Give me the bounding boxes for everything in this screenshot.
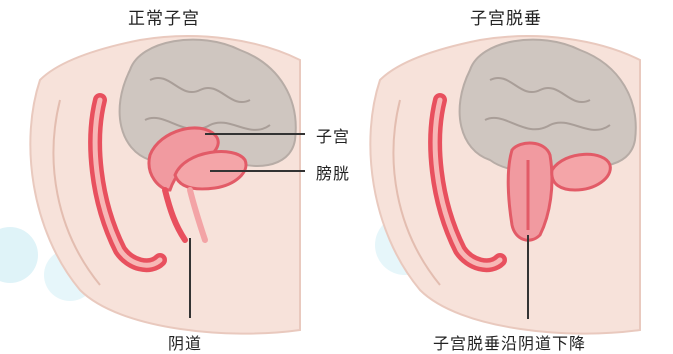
normal-uterus-illustration <box>0 0 330 354</box>
uterus-label: 子宫 <box>316 123 350 147</box>
normal-title: 正常子宫 <box>128 4 200 29</box>
bladder-leader-line <box>210 170 305 172</box>
prolapse-leader-line <box>527 235 529 319</box>
prolapsed-uterus-shape <box>508 143 552 240</box>
bladder-label: 膀胱 <box>316 160 350 184</box>
vagina-label: 阴道 <box>168 330 202 354</box>
prolapse-caption: 子宫脱垂沿阴道下降 <box>433 330 586 354</box>
uterus-leader-line <box>205 133 305 135</box>
prolapse-illustration <box>340 0 673 354</box>
vagina-leader-line <box>189 238 191 318</box>
prolapse-title: 子宫脱垂 <box>470 4 542 29</box>
